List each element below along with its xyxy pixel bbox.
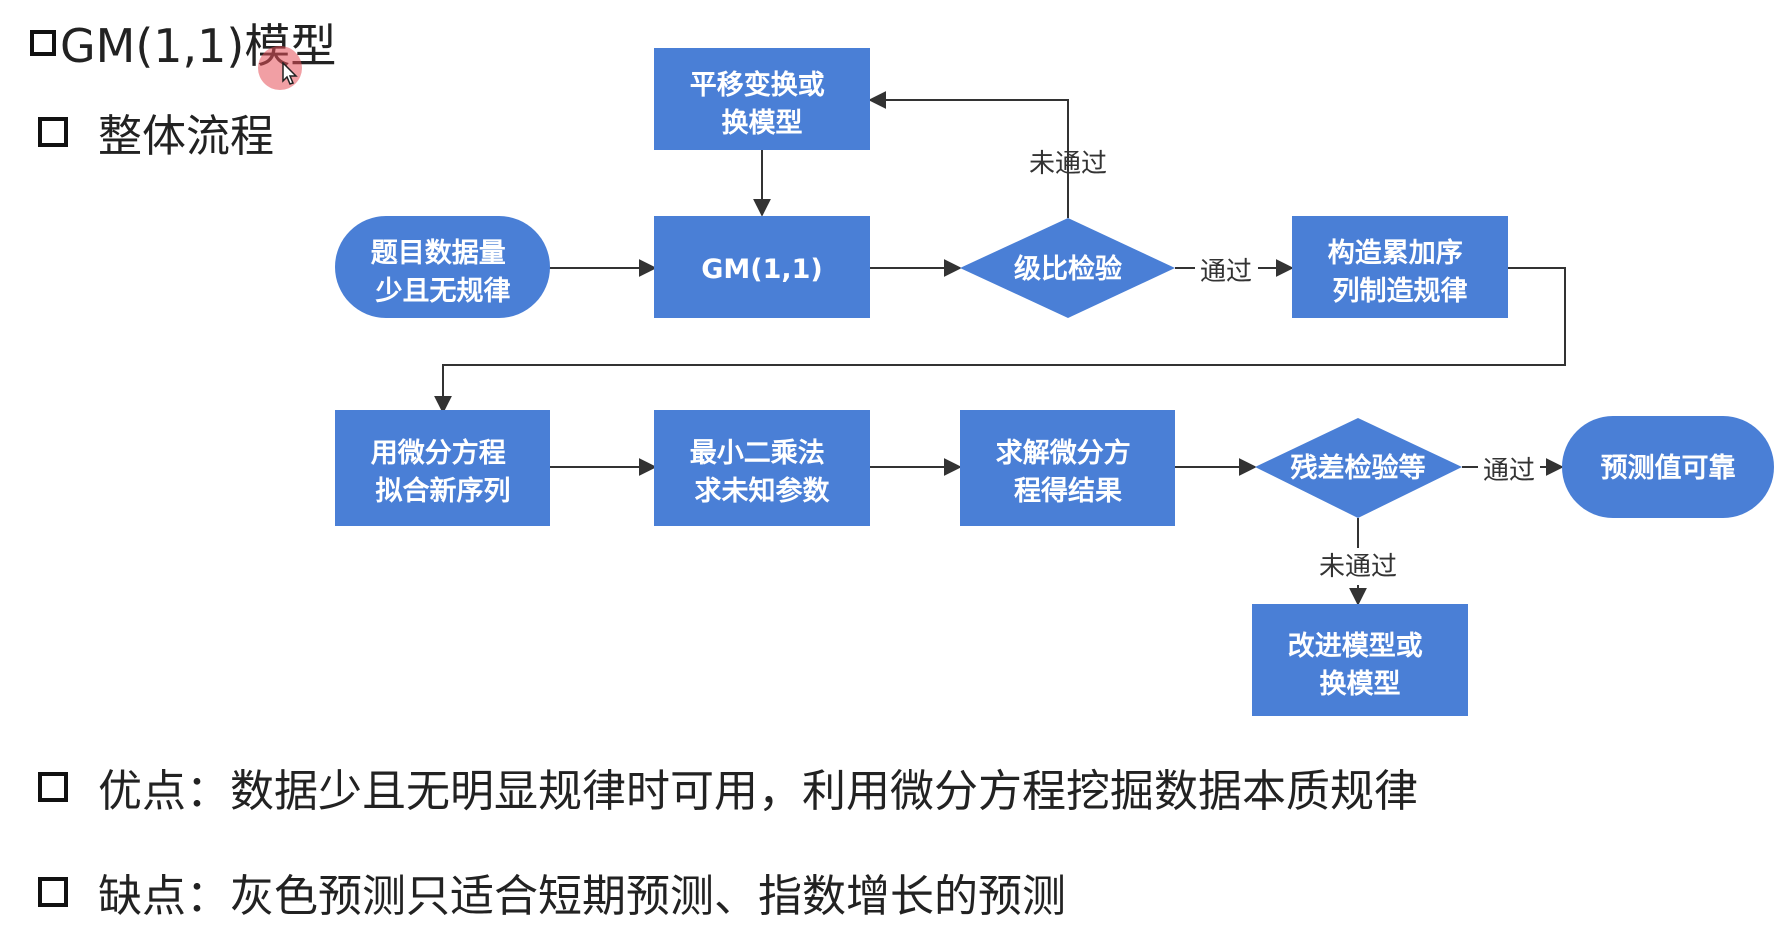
node-lsq-label: 最小二乘法 求未知参数 xyxy=(690,438,834,507)
node-reliable xyxy=(1562,416,1774,518)
node-reliable-label: 预测值可靠 xyxy=(1601,453,1736,484)
node-gm xyxy=(654,216,870,318)
node-shift-line-2: 换模型 xyxy=(722,108,803,139)
node-gm-label: GM(1,1) xyxy=(701,254,823,285)
node-improve-line-1: 改进模型或 xyxy=(1288,631,1423,662)
node-start-line-2: 少且无规律 xyxy=(376,276,511,307)
edge-label-pass-residual: 通过 xyxy=(1483,456,1535,486)
node-lsq-line-2: 求未知参数 xyxy=(695,475,831,507)
node-fit-label: 用微分方程 拟合新序列 xyxy=(371,437,515,507)
cons-item: 缺点：灰色预测只适合短期预测、指数增长的预测 xyxy=(38,860,1066,924)
section-heading: 整体流程 xyxy=(38,100,274,164)
checkbox-icon xyxy=(30,30,56,56)
node-solve-line-1: 求解微分方 xyxy=(996,437,1131,469)
node-residual xyxy=(1255,418,1462,518)
edge-label-fail-top: 未通过 xyxy=(1029,149,1107,179)
node-shift-line-1: 平移变换或 xyxy=(690,69,825,101)
node-improve-label: 改进模型或 换模型 xyxy=(1288,631,1432,700)
node-start xyxy=(335,216,550,318)
node-ratio xyxy=(960,218,1175,318)
node-improve-line-2: 换模型 xyxy=(1320,669,1401,700)
edge-label-pass-ratio: 通过 xyxy=(1200,257,1252,287)
node-shift xyxy=(654,48,870,150)
section-heading-text: 整体流程 xyxy=(98,111,274,162)
edge-label-fail-bottom: 未通过 xyxy=(1319,552,1397,582)
node-fit-line-2: 拟合新序列 xyxy=(376,475,511,507)
node-fit xyxy=(335,410,550,526)
checkbox-icon xyxy=(38,117,68,147)
node-start-label: 题目数据量 少且无规律 xyxy=(371,238,515,307)
edge-accum-fit xyxy=(434,267,1566,414)
node-lsq xyxy=(654,410,870,526)
node-accum-label: 构造累加序 列制造规律 xyxy=(1328,237,1472,307)
mouse-pointer-icon xyxy=(282,62,298,85)
node-accum xyxy=(1292,216,1508,318)
pros-item: 优点：数据少且无明显规律时可用，利用微分方程挖掘数据本质规律 xyxy=(38,755,1418,819)
node-accum-line-1: 构造累加序 xyxy=(1328,237,1463,269)
checkbox-icon xyxy=(38,772,68,802)
node-improve xyxy=(1252,604,1468,716)
node-shift-label: 平移变换或 换模型 xyxy=(690,69,834,139)
edge-ratio-shift xyxy=(868,91,1069,218)
node-start-line-1: 题目数据量 xyxy=(371,238,506,269)
checkbox-icon xyxy=(38,877,68,907)
node-lsq-line-1: 最小二乘法 xyxy=(690,438,825,469)
node-ratio-label: 级比检验 xyxy=(1014,253,1122,285)
node-solve-label: 求解微分方 程得结果 xyxy=(996,437,1140,507)
node-accum-line-2: 列制造规律 xyxy=(1333,276,1468,307)
cursor-highlight xyxy=(258,46,302,90)
pros-text: 优点：数据少且无明显规律时可用，利用微分方程挖掘数据本质规律 xyxy=(98,766,1418,817)
cons-text: 缺点：灰色预测只适合短期预测、指数增长的预测 xyxy=(98,871,1066,922)
node-residual-label: 残差检验等 xyxy=(1291,452,1426,484)
node-solve-line-2: 程得结果 xyxy=(1014,476,1122,507)
node-fit-line-1: 用微分方程 xyxy=(371,437,506,469)
node-solve xyxy=(960,410,1175,526)
